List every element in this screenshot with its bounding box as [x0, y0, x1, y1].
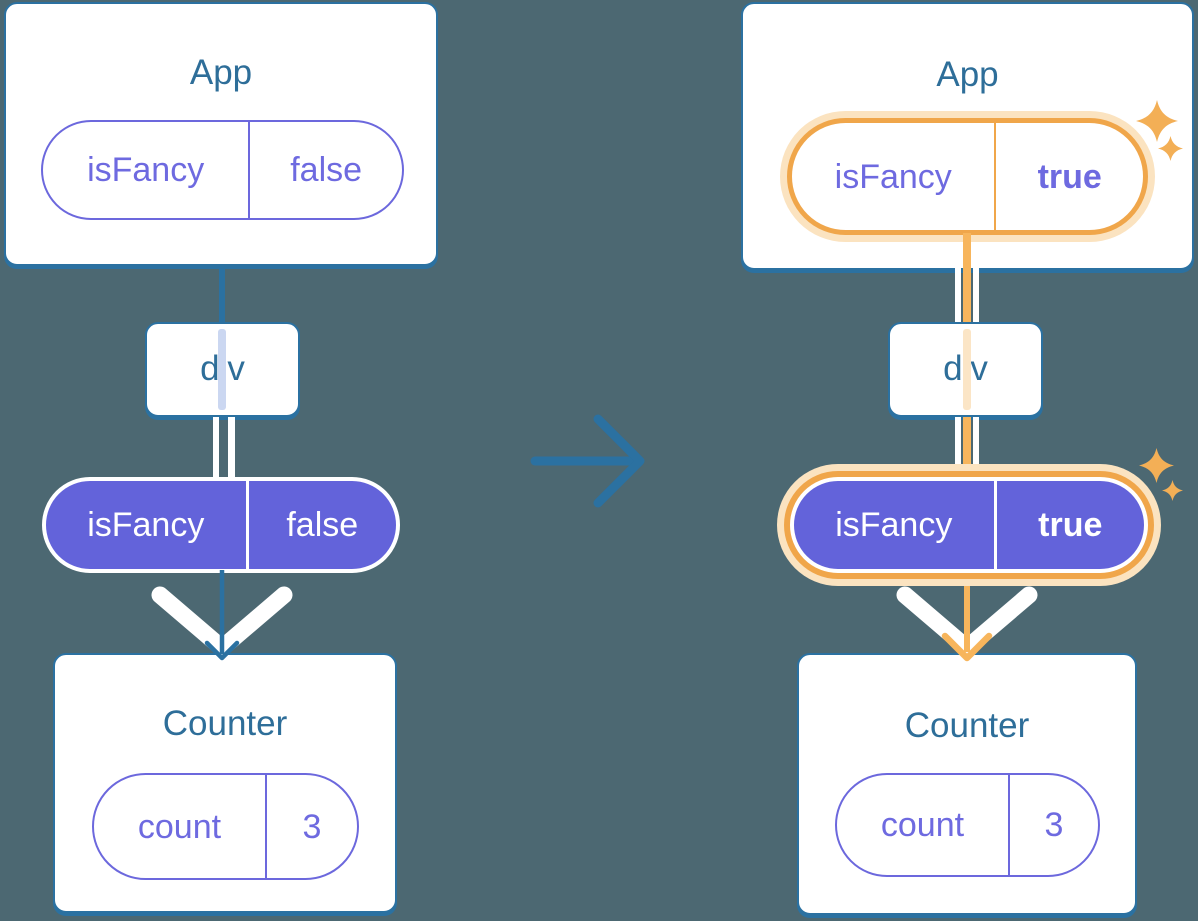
sparkle-icon [1158, 136, 1183, 161]
app-component-card: App isFancy false [4, 2, 438, 266]
component-title: App [936, 55, 999, 94]
prop-flow-line [213, 417, 219, 477]
component-title: App [189, 53, 253, 92]
parent-child-connector [219, 266, 225, 324]
prop-pill: isFancy false [42, 477, 400, 573]
prop-pill-highlighted: isFancy true [790, 477, 1148, 573]
state-name: count [94, 775, 267, 878]
prop-flow-line [228, 417, 235, 477]
prop-value: false [286, 506, 359, 544]
component-title: Counter [904, 706, 1030, 745]
state-value: 3 [1044, 806, 1064, 844]
counter-component-card: Counter count 3 [53, 653, 397, 913]
prop-pass-arrow-icon [151, 570, 293, 661]
prop-flow-line [955, 417, 961, 477]
prop-flow-highlight-line [963, 417, 971, 477]
state-value: 3 [302, 807, 322, 846]
state-pill: count 3 [92, 773, 359, 880]
prop-pass-through-line [963, 329, 971, 410]
prop-pass-arrow-icon [896, 586, 1038, 662]
prop-pass-through-line [218, 329, 226, 410]
prop-flow-line [973, 417, 979, 477]
sparkle-icon [1162, 480, 1183, 501]
state-name: count [837, 775, 1010, 875]
counter-component-card: Counter count 3 [797, 653, 1137, 915]
transition-arrow-icon [530, 414, 645, 508]
sparkle-icon [1139, 448, 1174, 483]
prop-flow-line [955, 268, 961, 322]
prop-flow-line [973, 268, 979, 322]
prop-pill: isFancy false [41, 120, 404, 220]
prop-name: isFancy [792, 123, 997, 230]
prop-name: isFancy [46, 481, 249, 569]
prop-value: true [1038, 506, 1103, 544]
app-component-card: App isFancy true [741, 2, 1194, 270]
prop-name: isFancy [794, 481, 997, 569]
div-component-card: div [145, 322, 300, 417]
prop-value: true [1037, 157, 1102, 196]
prop-value: false [290, 151, 363, 189]
component-title: Counter [162, 704, 288, 743]
prop-name: isFancy [43, 122, 251, 218]
prop-flow-highlight-line [963, 233, 971, 322]
prop-pill-highlighted: isFancy true [787, 118, 1148, 235]
state-pill: count 3 [835, 773, 1100, 877]
sparkle-icon [1136, 100, 1178, 142]
div-component-card: div [888, 322, 1043, 417]
